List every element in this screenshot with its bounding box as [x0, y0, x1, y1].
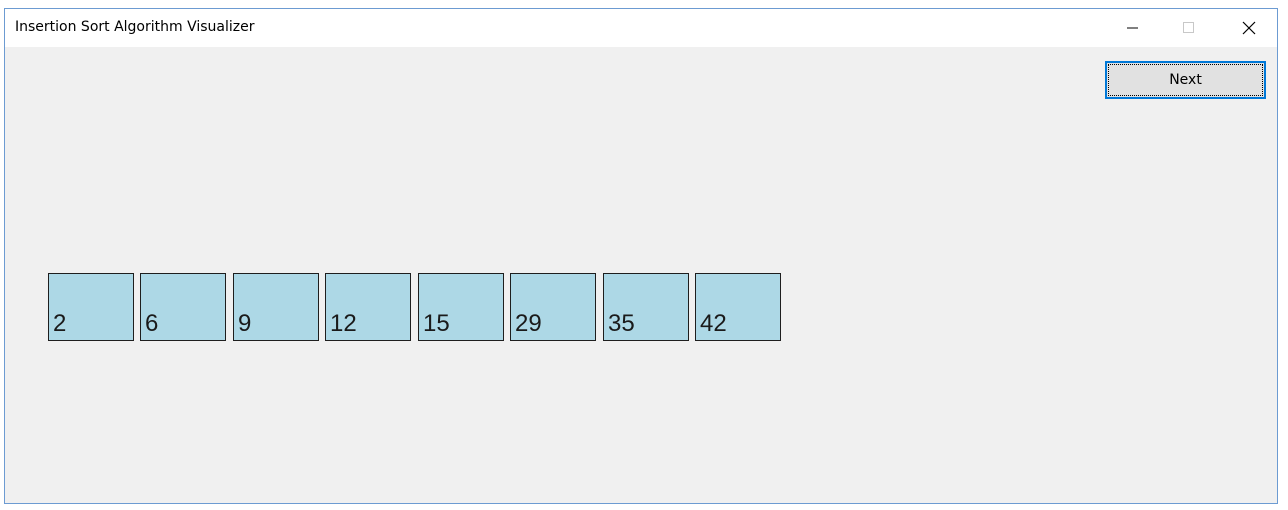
next-button[interactable]: Next — [1105, 61, 1266, 99]
array-cell: 15 — [418, 273, 504, 341]
array-cell: 42 — [695, 273, 781, 341]
close-button[interactable] — [1226, 9, 1272, 47]
title-bar[interactable]: Insertion Sort Algorithm Visualizer — [5, 9, 1277, 47]
app-window: Insertion Sort Algorithm Visualizer Next… — [4, 8, 1278, 504]
minimize-button[interactable] — [1110, 9, 1156, 47]
array-cell: 29 — [510, 273, 596, 341]
array-cell-value: 2 — [53, 310, 67, 337]
maximize-icon — [1183, 22, 1194, 33]
array-cell-value: 35 — [608, 310, 635, 337]
array-cell: 6 — [140, 273, 226, 341]
close-icon — [1242, 21, 1256, 35]
array-cell: 9 — [233, 273, 319, 341]
array-cell-value: 42 — [700, 310, 727, 337]
array-cell-value: 6 — [145, 310, 159, 337]
maximize-button[interactable] — [1166, 9, 1212, 47]
array-cell-value: 15 — [423, 310, 450, 337]
window-title: Insertion Sort Algorithm Visualizer — [15, 19, 255, 35]
array-cell-value: 29 — [515, 310, 542, 337]
array-cell-value: 9 — [238, 310, 252, 337]
array-cell: 2 — [48, 273, 134, 341]
array-cell-value: 12 — [330, 310, 357, 337]
minimize-icon — [1127, 27, 1138, 29]
array-cell: 35 — [603, 273, 689, 341]
array-cell: 12 — [325, 273, 411, 341]
